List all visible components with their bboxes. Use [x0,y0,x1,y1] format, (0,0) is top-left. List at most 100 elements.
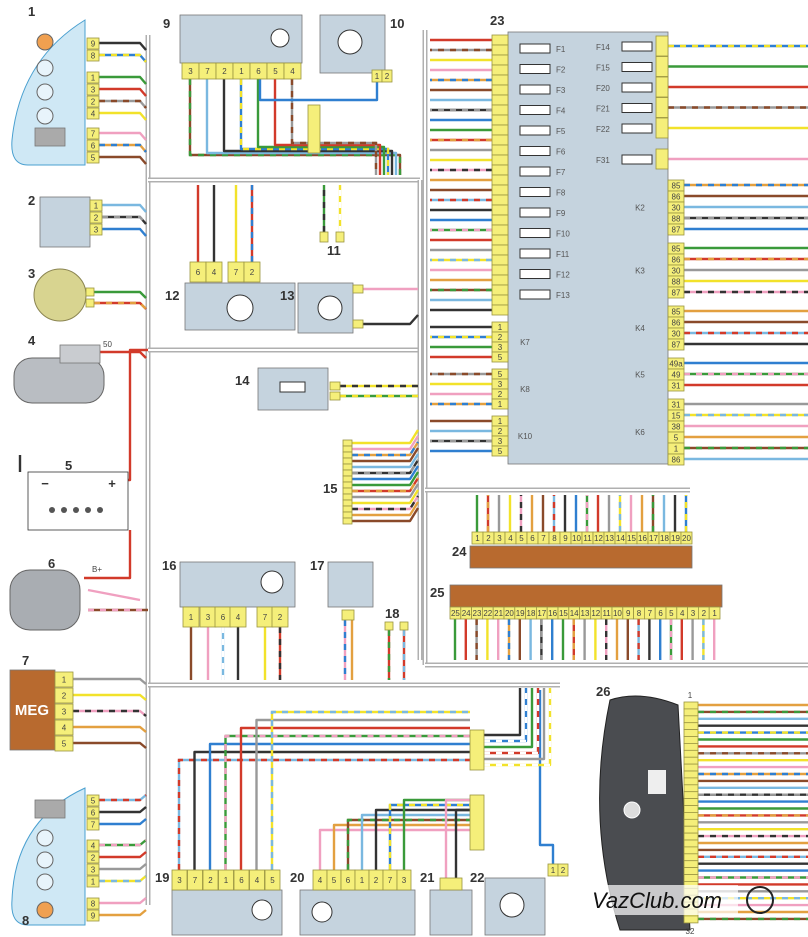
connector-pin [342,469,353,477]
pin-label: 1 [91,878,96,887]
component-number-13: 13 [280,288,294,303]
pin-label: 85 [672,308,681,317]
connector-pin [491,104,509,116]
connector-pin [86,863,100,876]
lamp-icon [36,851,54,869]
pin-label: 6 [658,609,663,618]
pin-label: 6 [221,613,226,622]
pin-label: 5 [674,434,679,443]
pin-label: 12 [594,534,603,543]
watermark-bg [588,885,738,915]
pin-label: 2 [62,692,67,701]
wire-stripe [73,709,147,717]
pin-label: 17 [537,609,546,618]
connector-pin [85,298,95,308]
horn-icon [33,268,87,322]
connector-pin [683,915,699,924]
fuse-label-F21: F21 [596,105,610,114]
pin-label: 5 [62,740,67,749]
motor-icon [337,29,363,55]
wire-stripe [290,79,378,175]
pin-label: 4 [91,842,96,851]
pin-label: 3 [91,866,96,875]
connector-pin [86,71,100,84]
pin-label: 11 [602,609,611,618]
component-number-24: 24 [452,544,467,559]
fuse-label-F31: F31 [596,156,610,165]
pin-label: 24 [462,609,471,618]
wire [352,507,420,523]
pin-label: 1 [239,67,244,76]
connector-pin [218,869,234,891]
connector-pin [439,877,463,891]
motor-icon [317,295,343,321]
wire [99,806,147,814]
pin-label: 17 [649,534,658,543]
component-number-7: 7 [22,653,29,668]
connector-pin [342,493,353,501]
wire [99,909,147,917]
wire [374,808,475,870]
wire-stripe [94,301,147,310]
wire [352,447,420,463]
wire-stripe [484,688,528,743]
connector-pin [342,451,353,459]
wire [99,41,147,51]
relay-label-K2: K2 [635,204,645,213]
fuse-icon [519,269,551,279]
connector-pin [54,671,74,688]
wire-stripe [99,53,147,63]
fuse-label-F5: F5 [556,127,566,136]
pin-label: 18 [527,609,536,618]
fuse-label-F2: F2 [556,66,566,75]
connector-pin [667,223,685,236]
connector-pin [86,37,100,50]
pin-label: 1 [498,400,503,409]
pin-label: 1 [360,876,365,885]
pin-label: 3 [402,876,407,885]
pin-label: 4 [212,268,217,277]
indicator-lamp-icon [270,28,290,48]
fuse-icon [519,289,551,300]
connector-pin [667,286,685,299]
wire [273,79,382,175]
fuse-icon [621,123,653,134]
pin-label: 2 [91,98,96,107]
connector-pin [341,609,355,621]
pin-label: 8 [91,52,96,61]
wire [318,828,475,870]
connector-pin [342,475,353,483]
connector-pin [683,784,699,793]
wire [363,314,419,326]
connector-pin [283,62,302,80]
connector-pin [683,743,699,751]
battery-cell-icon [61,507,67,513]
connector-pin [655,117,669,139]
connector-pin [491,284,509,296]
pin-label: 86 [672,256,681,265]
connector-pin [352,319,364,329]
connector-pin [205,261,223,283]
connector-block-24 [469,545,693,569]
connector-pin [86,794,100,807]
pin-label: 7 [541,534,546,543]
relay-label-K8: K8 [520,385,530,394]
wire [102,203,147,213]
fuse-label-F12: F12 [556,271,570,280]
pin-label: 7 [648,609,653,618]
pin-label: 7 [91,821,96,830]
component-number-9: 9 [163,16,170,31]
connector-pin [491,224,509,236]
wire-stripe [484,688,552,767]
connector-pin [491,234,509,246]
wire [538,690,555,864]
fuse-label-F1: F1 [556,45,566,54]
connector-pin [491,44,509,56]
wire [484,688,540,755]
pin-label: 1 [62,676,67,685]
pin-label: 85 [672,182,681,191]
connector-pin [335,231,345,243]
connector-pin [352,284,364,294]
pin-label: 87 [672,289,681,298]
